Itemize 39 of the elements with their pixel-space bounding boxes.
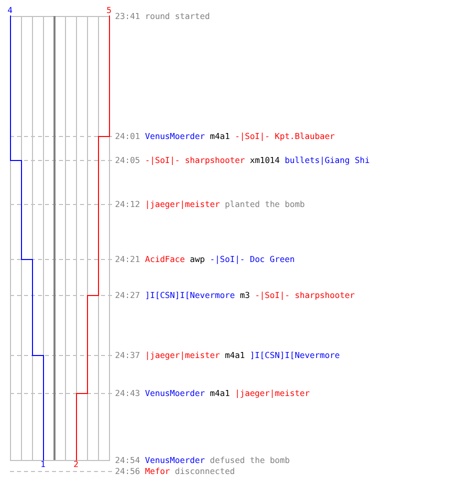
player-count-label: 5: [106, 5, 112, 15]
weapon-name: m3: [240, 290, 250, 300]
event-text: round started: [144, 11, 210, 21]
player-name: ]I[CSN]I[Nevermore: [144, 290, 235, 300]
player-name: -|SoI|- sharpshooter: [144, 155, 245, 165]
player-count-label: 2: [74, 459, 78, 469]
player-name: -|SoI|- Kpt.Blaubaer: [234, 131, 335, 141]
player-name: |jaeger|meister: [144, 350, 220, 360]
timestamp: 24:01: [115, 131, 140, 141]
timestamp: 24:37: [115, 350, 140, 360]
event-text: defused the bomb: [210, 455, 290, 465]
event-text: disconnected: [174, 466, 235, 476]
timestamp: 23:41: [115, 11, 140, 21]
timestamp: 24:56: [115, 466, 140, 476]
player-name: bullets|Giang Shi: [284, 155, 370, 165]
player-name: -|SoI|- Doc Green: [210, 254, 295, 264]
player-name: |jaeger|meister: [144, 199, 220, 209]
weapon-name: xm1014: [250, 155, 280, 165]
weapon-name: awp: [190, 254, 205, 264]
player-name: ]I[CSN]I[Nevermore: [250, 350, 340, 360]
player-name: -|SoI|- sharpshooter: [254, 290, 355, 300]
timestamp: 24:05: [115, 155, 140, 165]
player-count-label: 4: [8, 5, 12, 15]
weapon-name: m4a1: [210, 131, 230, 141]
weapon-name: m4a1: [224, 350, 245, 360]
player-name: Mefor: [144, 466, 170, 476]
event-text: planted the bomb: [224, 199, 305, 209]
timestamp: 24:27: [115, 290, 140, 300]
player-name: |jaeger|meister: [234, 388, 310, 398]
timestamp: 24:12: [115, 199, 140, 209]
timestamp: 24:43: [115, 388, 140, 398]
player-count-label: 1: [40, 459, 46, 469]
timestamp: 24:54: [115, 455, 140, 465]
player-name: VenusMoerder: [144, 131, 205, 141]
timestamp: 24:21: [115, 254, 140, 264]
player-name: VenusMoerder: [144, 455, 205, 465]
player-name: AcidFace: [144, 254, 185, 264]
weapon-name: m4a1: [210, 388, 230, 398]
player-name: VenusMoerder: [144, 388, 205, 398]
